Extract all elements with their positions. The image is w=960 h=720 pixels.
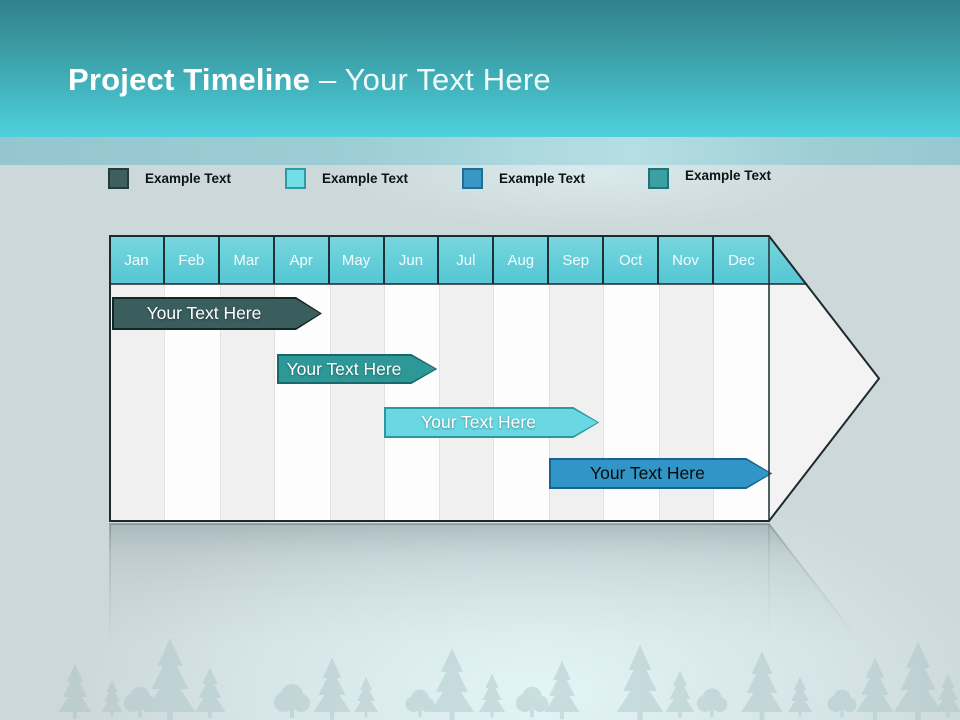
month-column xyxy=(329,284,385,521)
legend-item[interactable]: Example Text xyxy=(648,168,771,189)
legend: Example Text Example Text Example Text Exam… xyxy=(0,168,960,194)
month-cell: Aug xyxy=(494,236,550,284)
legend-label: Example Text xyxy=(685,168,772,183)
month-cell: Oct xyxy=(604,236,660,284)
month-cell: Mar xyxy=(220,236,275,284)
month-column xyxy=(384,284,440,521)
legend-label: Example Text xyxy=(499,171,586,186)
task-bar[interactable]: Your Text Here xyxy=(549,458,773,489)
legend-swatch[interactable] xyxy=(462,168,483,189)
month-cell: Jun xyxy=(385,236,440,284)
month-column xyxy=(439,284,495,521)
task-bar-label[interactable]: Your Text Here xyxy=(590,463,705,483)
title-band: Project Timeline – Your Text Here xyxy=(0,0,960,137)
month-cell: Nov xyxy=(659,236,714,284)
month-cell: Dec xyxy=(728,251,755,269)
month-cell: Sep xyxy=(549,236,605,284)
timeline-reflection xyxy=(109,522,881,720)
title-main: Project Timeline xyxy=(68,62,311,97)
task-bar-label[interactable]: Your Text Here xyxy=(421,412,536,432)
legend-label: Example Text xyxy=(145,171,232,186)
task-bar-label[interactable]: Your Text Here xyxy=(286,358,402,379)
month-cell: Jan xyxy=(110,236,165,284)
task-bar-label[interactable]: Your Text Here xyxy=(146,303,262,323)
legend-label: Example Text xyxy=(322,171,409,186)
legend-item[interactable]: Example Text xyxy=(462,168,585,189)
legend-item[interactable]: Example Text xyxy=(285,168,408,189)
title-accent-strip xyxy=(0,137,960,165)
title-placeholder: – Your Text Here xyxy=(318,62,551,97)
task-bar[interactable]: Your Text Here xyxy=(112,297,322,330)
legend-swatch[interactable] xyxy=(285,168,306,189)
legend-swatch[interactable] xyxy=(108,168,129,189)
month-cell: Feb xyxy=(165,236,220,284)
legend-swatch[interactable] xyxy=(648,168,669,189)
page-title[interactable]: Project Timeline – Your Text Here xyxy=(68,60,551,100)
month-cell: May xyxy=(330,236,385,284)
month-column xyxy=(494,284,550,521)
legend-item[interactable]: Example Text xyxy=(108,168,231,189)
task-bar[interactable]: Your Text Here xyxy=(277,354,438,384)
month-cell: Apr xyxy=(275,236,330,284)
month-cell: Jul xyxy=(439,236,495,284)
task-bar[interactable]: Your Text Here xyxy=(384,407,599,438)
